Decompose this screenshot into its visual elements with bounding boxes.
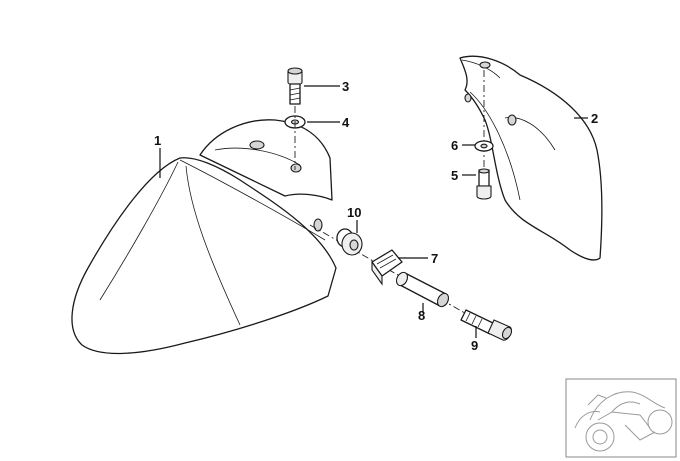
part-8-spacer[interactable] <box>394 270 450 308</box>
callout-8: 8 <box>418 308 425 323</box>
callout-1: 1 <box>154 133 161 148</box>
part-6-washer[interactable] <box>474 140 494 152</box>
part-10-grommet[interactable] <box>336 228 363 256</box>
part-5-screw[interactable] <box>476 168 492 200</box>
motorcycle-icon <box>574 391 673 452</box>
motorcycle-thumbnail[interactable] <box>565 378 677 458</box>
callout-5: 5 <box>451 168 458 183</box>
callout-6: 6 <box>451 138 458 153</box>
callout-9: 9 <box>471 338 478 353</box>
leader-lines <box>159 85 588 338</box>
mount-hole <box>507 114 517 126</box>
part-3-screw[interactable] <box>287 67 303 105</box>
callout-labels: 1 2 3 4 5 6 7 8 9 10 <box>154 79 598 353</box>
mount-hole <box>249 140 265 150</box>
callout-2: 2 <box>591 111 598 126</box>
mount-hole <box>313 218 323 232</box>
part-1-front-cover[interactable] <box>71 119 337 355</box>
part-9-bolt[interactable] <box>460 309 513 341</box>
mount-hole <box>479 61 491 69</box>
mount-hole <box>464 93 472 103</box>
callout-7: 7 <box>431 251 438 266</box>
callout-4: 4 <box>342 115 350 130</box>
callout-3: 3 <box>342 79 349 94</box>
part-7-clip-nut[interactable] <box>371 249 403 286</box>
part-2-side-fairing[interactable] <box>459 55 603 261</box>
mount-hole <box>290 163 302 173</box>
callout-10: 10 <box>347 205 361 220</box>
